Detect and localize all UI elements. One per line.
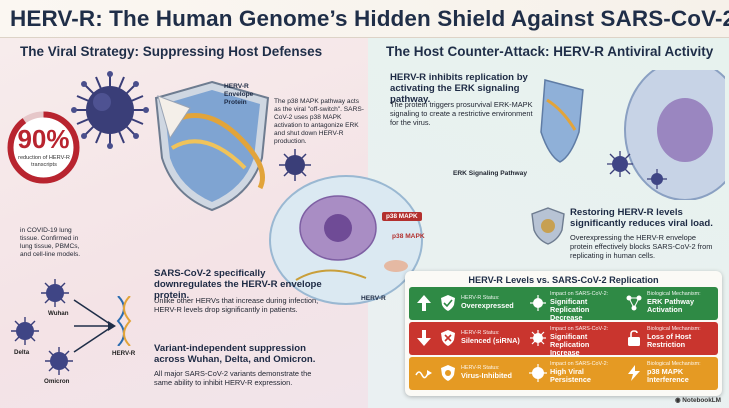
table-row-virus-inhibited: HERV-R Status: Virus-Inhibited Impact on… [409,357,718,390]
status-value: Virus-Inhibited [461,371,512,380]
herv-r-shield-icon [154,80,270,212]
mechanism-label: Biological Mechanism: [647,291,701,297]
status-label: HERV-R Status: [461,330,500,336]
status-value: Overexpressed [461,301,514,310]
virus-icon-right-2 [647,169,667,189]
variant-text: All major SARS-CoV-2 variants demonstrat… [154,369,312,387]
notebooklm-logo: ◉ NotebookLM [675,396,721,404]
lightning-icon [628,365,640,381]
reduction-label: reduction of HERV-R transcripts [18,155,70,168]
shield-virus-icon [441,365,455,381]
mechanism-value: Loss of Host Restriction [647,332,692,349]
variant-label-wuhan: Wuhan [48,310,69,317]
restore-heading: Restoring HERV-R levels significantly re… [570,207,713,229]
impact-value: High Viral Persistence [550,367,591,384]
dna-icon [116,296,132,346]
pathway-nodes-icon [626,295,642,311]
notebooklm-logo-icon: ◉ [674,397,683,404]
restore-text: Overexpressing the HERV-R envelope prote… [570,233,713,260]
table-row-silenced: HERV-R Status: Silenced (siRNA) Impact o… [409,322,718,357]
virus-decrease-icon [530,295,546,311]
erk-pathway-label: ERK Signaling Pathway [453,170,528,177]
virus-persistence-icon [529,364,547,382]
impact-label: Impact on SARS-CoV-2: [550,361,609,367]
table-row-overexpressed: HERV-R Status: Overexpressed Impact on S… [409,287,718,322]
table-title: HERV-R Levels vs. SARS-CoV-2 Replication [468,275,659,285]
variant-heading: Variant-independent suppression across W… [154,343,316,365]
virus-icon-small [279,149,311,181]
herv-r-cell-label: HERV-R [361,295,386,302]
virus-icon-right-1 [607,151,633,177]
reduction-note: in COVID-19 lung tissue. Confirmed in lu… [20,227,81,258]
antiviral-cell-illustration [540,70,725,200]
down-arrow-icon [417,330,431,346]
variant-label-delta: Delta [14,349,30,356]
mechanism-value: p38 MAPK Interference [647,367,689,384]
right-section-title: The Host Counter-Attack: HERV-R Antivira… [386,44,714,59]
inhibition-text: The protein triggers prosurvival ERK-MAP… [390,100,533,127]
status-label: HERV-R Status: [461,365,500,371]
notebooklm-logo-text: NotebookLM [682,397,721,404]
wave-arrow-icon [415,370,432,379]
wuhan-virus-icon [41,279,69,307]
downregulation-text: Unlike other HERVs that increase during … [154,296,319,314]
p38-mapk-chip-2: p38 MAPK [392,233,425,240]
mechanism-label: Biological Mechanism: [647,361,701,367]
impact-label: Impact on SARS-CoV-2: [550,326,609,332]
convergence-arrows-icon [73,299,116,353]
status-label: HERV-R Status: [461,295,500,301]
omicron-virus-icon [45,347,73,375]
variant-label-omicron: Omicron [44,378,70,385]
status-value: Silenced (siRNA) [461,336,520,345]
virus-increase-icon [530,330,546,346]
host-cell-illustration [269,175,423,305]
inhibition-heading: HERV-R inhibits replication by activatin… [390,72,528,105]
title-bar: HERV-R: The Human Genome’s Hidden Shield… [0,0,729,38]
shield-check-icon [441,295,455,311]
impact-value: Significant Replication Decrease [550,297,590,322]
virus-icon-large [71,71,149,149]
p38-explanation-text: The p38 MAPK pathway acts as the viral "… [274,98,364,145]
downregulation-heading: SARS-CoV-2 specifically downregulates th… [154,268,322,301]
shield-cross-icon [441,330,455,346]
mechanism-label: Biological Mechanism: [647,326,701,332]
p38-mapk-chip-1: p38 MAPK [382,212,422,221]
page-title: HERV-R: The Human Genome’s Hidden Shield… [10,6,729,31]
up-arrow-icon [417,295,431,311]
reduction-ring-icon [7,111,80,184]
shield-label: HERV-R Envelope Protein [224,83,254,106]
herv-r-replication-table: HERV-R Levels vs. SARS-CoV-2 Replication… [405,271,722,396]
delta-virus-icon [11,317,39,345]
mechanism-value: ERK Pathway Activation [647,297,695,314]
impact-label: Impact on SARS-CoV-2: [550,291,609,297]
impact-value: Significant Replication Increase [550,332,590,357]
left-section-title: The Viral Strategy: Suppressing Host Def… [20,44,323,59]
restore-shield-icon [531,207,565,245]
reduction-percentage: 90% [17,124,70,154]
unlock-icon [628,330,640,346]
dna-label: HERV-R [112,350,136,357]
